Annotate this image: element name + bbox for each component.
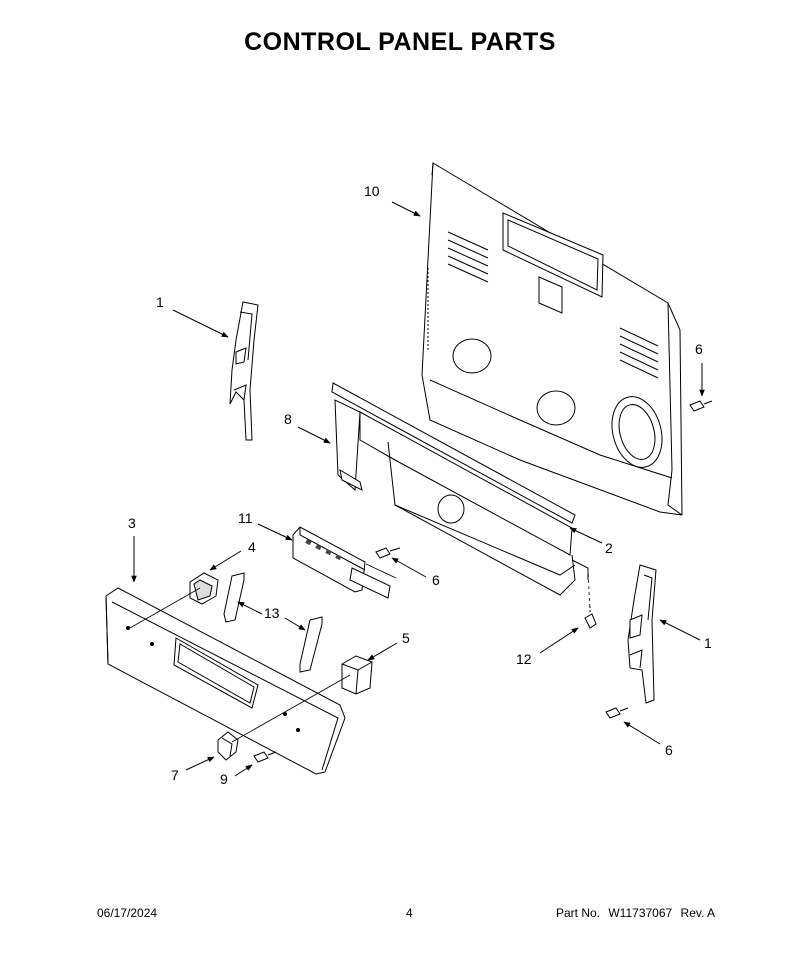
callout-5: 5 <box>402 630 410 646</box>
callout-6-top: 6 <box>695 341 703 357</box>
revision: Rev. A <box>680 906 715 920</box>
knob-part <box>217 731 239 761</box>
assembly-guide-lines <box>129 563 591 743</box>
callout-3: 3 <box>128 515 136 531</box>
console-panel-part <box>105 587 346 775</box>
callout-8: 8 <box>284 411 292 427</box>
part-number: W11737067 <box>608 906 673 920</box>
callout-6-middle: 6 <box>432 572 440 588</box>
callout-7: 7 <box>171 767 179 783</box>
footer-date: 06/17/2024 <box>97 906 158 920</box>
switch-part <box>189 572 219 605</box>
footer-page-number: 4 <box>406 906 413 920</box>
leader-lines <box>131 201 705 777</box>
mounting-channel-part <box>331 382 589 596</box>
right-end-cap-part <box>627 564 657 704</box>
clip-parts <box>223 572 323 673</box>
callout-13: 13 <box>264 605 280 621</box>
callout-labels: 10 1 6 8 11 3 2 4 6 13 5 1 12 6 7 9 <box>128 183 712 787</box>
footer-part-info: Part No. W11737067 Rev. A <box>556 906 720 920</box>
screw-parts <box>253 400 713 763</box>
callout-4: 4 <box>248 539 256 555</box>
back-panel-part <box>421 162 683 516</box>
callout-12: 12 <box>516 651 532 667</box>
callout-9: 9 <box>220 771 228 787</box>
page-title: CONTROL PANEL PARTS <box>244 28 556 56</box>
callout-11: 11 <box>238 510 253 526</box>
left-end-cap-part <box>229 301 259 441</box>
callout-1-left: 1 <box>156 294 164 310</box>
control-board-part <box>292 526 391 599</box>
component-box-part <box>341 655 373 695</box>
callout-1-right: 1 <box>704 635 712 651</box>
callout-2: 2 <box>605 540 613 556</box>
part-label: Part No. <box>556 906 601 920</box>
callout-6-bottom: 6 <box>665 742 673 758</box>
callout-10: 10 <box>364 183 380 199</box>
